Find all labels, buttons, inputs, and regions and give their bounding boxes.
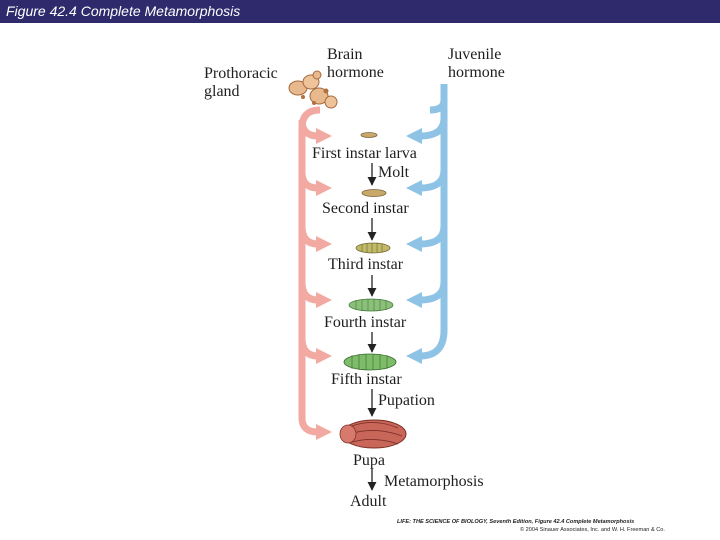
stage-label-adult: Adult bbox=[350, 493, 387, 510]
ecdysone-arrowheads bbox=[316, 128, 332, 440]
stage-label-fifth-instar: Fifth instar bbox=[331, 371, 402, 388]
fifth-instar-larva-illustration bbox=[343, 353, 397, 371]
credit-line-1: LIFE: THE SCIENCE OF BIOLOGY, Seventh Ed… bbox=[397, 519, 635, 525]
stage-label-fourth-instar: Fourth instar bbox=[324, 314, 407, 331]
stage-label-first-instar: First instar larva bbox=[312, 145, 417, 162]
juvenile-hormone-arrows bbox=[419, 84, 448, 360]
stage-label-pupa: Pupa bbox=[353, 452, 385, 469]
juvenile-hormone-arrowheads bbox=[406, 128, 422, 364]
molt-label: Molt bbox=[378, 164, 410, 181]
metamorphosis-label: Metamorphosis bbox=[384, 473, 484, 490]
juvenile-hormone-label-line2: hormone bbox=[448, 64, 505, 81]
pupa-illustration bbox=[339, 419, 407, 449]
third-instar-larva-illustration bbox=[355, 242, 391, 254]
fourth-instar-larva-illustration bbox=[348, 298, 394, 312]
brain-hormone-label-line2: hormone bbox=[327, 64, 384, 81]
stage-label-second-instar: Second instar bbox=[322, 200, 409, 217]
credit-line-2: © 2004 Sinauer Associates, Inc. and W. H… bbox=[520, 527, 665, 533]
pupation-label: Pupation bbox=[378, 392, 435, 409]
figure-title: Figure 42.4 Complete Metamorphosis bbox=[6, 3, 241, 19]
first-instar-larva-illustration bbox=[360, 132, 378, 138]
second-instar-larva-illustration bbox=[361, 189, 387, 197]
title-bar: Figure 42.4 Complete Metamorphosis bbox=[0, 0, 720, 23]
prothoracic-gland bbox=[288, 70, 338, 109]
stage-label-third-instar: Third instar bbox=[328, 256, 404, 273]
gland-label-line1: Prothoracic bbox=[204, 65, 278, 82]
gland-label-line2: gland bbox=[204, 83, 240, 100]
brain-hormone-label-line1: Brain bbox=[327, 46, 363, 63]
ecdysone-arrows bbox=[298, 106, 321, 436]
juvenile-hormone-label-line1: Juvenile bbox=[448, 46, 501, 63]
